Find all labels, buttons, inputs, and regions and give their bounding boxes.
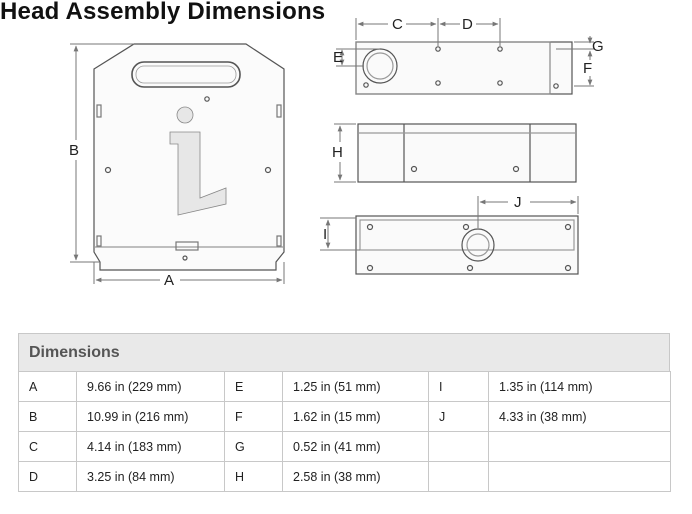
dimension-value: 0.52 in (41 mm)	[282, 431, 429, 462]
dimensions-table: Dimensions A 9.66 in (229 mm) E 1.25 in …	[18, 333, 671, 492]
dimension-key: D	[18, 461, 77, 492]
dimension-a	[93, 262, 285, 284]
dimension-value: 1.25 in (51 mm)	[282, 371, 429, 402]
front-view	[93, 43, 285, 271]
dimension-value: 10.99 in (216 mm)	[76, 401, 225, 432]
logo-perforation	[169, 106, 227, 216]
dimension-key: A	[18, 371, 77, 402]
dimension-key: B	[18, 401, 77, 432]
dimension-i	[320, 217, 360, 251]
table-row: C 4.14 in (183 mm) G 0.52 in (41 mm)	[18, 431, 671, 462]
side-view	[357, 123, 577, 183]
label-i: I	[323, 226, 327, 243]
bottom-view	[355, 215, 579, 275]
dimension-key	[428, 461, 489, 492]
table-row: B 10.99 in (216 mm) F 1.62 in (15 mm) J …	[18, 401, 671, 432]
bottom-view-port	[461, 228, 495, 262]
dimension-h	[334, 123, 356, 183]
label-b: B	[69, 142, 79, 159]
dimension-value: 3.25 in (84 mm)	[76, 461, 225, 492]
dimension-e	[336, 48, 380, 67]
dimension-key: I	[428, 371, 489, 402]
label-e: E	[333, 49, 343, 66]
dimension-value: 1.35 in (114 mm)	[488, 371, 671, 402]
dimension-drawing: A B C D E	[69, 16, 604, 289]
dimension-f	[574, 50, 594, 87]
dimension-value	[488, 431, 671, 462]
handle-slot	[131, 61, 241, 88]
label-c: C	[392, 16, 403, 33]
page-title: Head Assembly Dimensions	[0, 0, 326, 25]
dimension-b	[70, 43, 134, 263]
dimension-j	[477, 196, 579, 228]
dimension-key: C	[18, 431, 77, 462]
dimension-g	[556, 36, 594, 50]
label-h: H	[332, 144, 343, 161]
label-f: F	[583, 60, 592, 77]
dimension-key: F	[224, 401, 283, 432]
dimension-d	[439, 18, 501, 46]
dimension-key: E	[224, 371, 283, 402]
dimension-c	[355, 18, 439, 46]
dimensions-grid: A 9.66 in (229 mm) E 1.25 in (51 mm) I 1…	[18, 371, 671, 492]
dimension-key: G	[224, 431, 283, 462]
handle-slot-inner	[135, 65, 237, 84]
dimension-key	[428, 431, 489, 462]
dimension-value: 4.14 in (183 mm)	[76, 431, 225, 462]
dimension-value: 1.62 in (15 mm)	[282, 401, 429, 432]
table-heading: Dimensions	[18, 333, 670, 371]
label-d: D	[462, 16, 473, 33]
dimension-value: 2.58 in (38 mm)	[282, 461, 429, 492]
dimension-value	[488, 461, 671, 492]
dimension-value: 4.33 in (38 mm)	[488, 401, 671, 432]
label-g: G	[592, 38, 604, 55]
dimension-value: 9.66 in (229 mm)	[76, 371, 225, 402]
label-j: J	[514, 194, 522, 211]
table-row: A 9.66 in (229 mm) E 1.25 in (51 mm) I 1…	[18, 371, 671, 402]
label-a: A	[164, 272, 174, 289]
dimension-key: H	[224, 461, 283, 492]
top-view	[355, 41, 573, 95]
table-row: D 3.25 in (84 mm) H 2.58 in (38 mm)	[18, 461, 671, 492]
dimension-key: J	[428, 401, 489, 432]
